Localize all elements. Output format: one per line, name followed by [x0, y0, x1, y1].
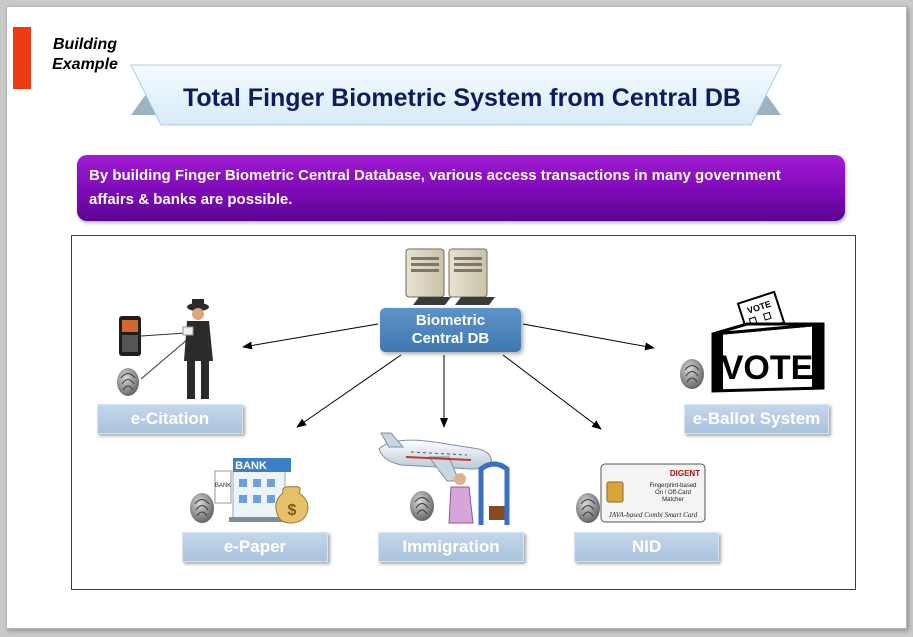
title-banner [130, 64, 782, 126]
card-line3: Matcher [662, 497, 684, 503]
node-immigration: Immigration [378, 532, 524, 562]
handheld-terminal-icon [119, 316, 141, 356]
bank-sign-label: BANK [235, 460, 267, 472]
node-e-paper: e-Paper [182, 532, 328, 562]
arrow-to-e-ballot [522, 323, 655, 351]
fingerprint-icon-nid [576, 493, 600, 523]
arrow-to-nid [502, 354, 602, 430]
police-officer-icon [140, 299, 213, 399]
section-title-line2: Example [52, 56, 118, 73]
vote-box-icon: VOTE VOTE [711, 290, 825, 393]
bank-window-label: BANK [215, 483, 231, 489]
bank-building-icon: BANK BANK [214, 458, 293, 522]
fingerprint-icon-citation [117, 368, 139, 396]
section-title: Building Example [35, 35, 135, 75]
description-box: By building Finger Biometric Central Dat… [77, 155, 845, 221]
card-footer: JAVA-based Combi Smart Card [609, 511, 698, 519]
central-db-box: Biometric Central DB [380, 308, 521, 352]
security-gate-icon [478, 461, 510, 525]
node-e-citation: e-Citation [97, 404, 243, 434]
airplane-icon [378, 432, 492, 482]
central-db-line2: Central DB [411, 330, 490, 347]
section-title-line1: Building [53, 36, 117, 53]
card-line1: Fingerprint-based [649, 483, 696, 489]
fingerprint-icon-immigration [410, 491, 434, 521]
server-icon [405, 248, 495, 305]
central-db-line1: Biometric [415, 312, 486, 329]
description-text: By building Finger Biometric Central Dat… [89, 167, 781, 208]
diagram-graphics: VOTE VOTE BANK BANK [117, 248, 825, 525]
page-title: Total Finger Biometric System from Centr… [183, 84, 741, 112]
accent-bar [13, 27, 31, 89]
slide: Building Example Total Finger Biometric … [6, 6, 907, 629]
money-bag-icon: $ [275, 486, 309, 524]
card-line2: On / Off-Card [655, 490, 691, 496]
vote-box-label: VOTE [721, 349, 814, 387]
fingerprint-icon-ballot [680, 359, 704, 389]
smart-card-icon: DIGENT Fingerprint-based On / Off-Card M… [600, 463, 706, 523]
arrow-to-e-citation [242, 323, 379, 350]
card-brand-label: DIGENT [670, 469, 700, 478]
node-e-ballot: e-Ballot System [684, 404, 829, 434]
money-sign-label: $ [288, 502, 297, 519]
fingerprint-icon-paper [190, 493, 214, 523]
node-nid: NID [574, 532, 719, 562]
traveler-icon [448, 473, 505, 524]
arrow-to-e-paper [296, 354, 402, 428]
